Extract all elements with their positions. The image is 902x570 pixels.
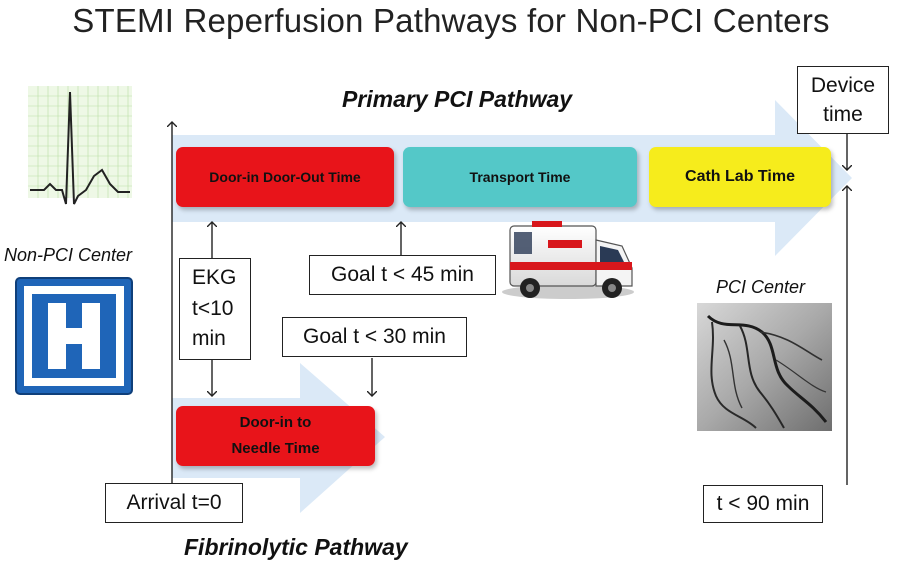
ekg-box: EKG t<10 min [179,258,251,360]
non-pci-center-label: Non-PCI Center [4,245,133,265]
door-in-to-needle-segment: Door-in to Needle Time [176,406,375,466]
angiogram-image [697,303,832,431]
fibrinolytic-pathway-title: Fibrinolytic Pathway [184,534,408,560]
ekg-strip-icon [28,86,132,205]
device-time-box: Device time [797,66,889,134]
total-goal-box: t < 90 min [703,485,823,523]
goal-30-box: Goal t < 30 min [282,317,467,357]
goal-45-box: Goal t < 45 min [309,255,496,295]
arrival-box: Arrival t=0 [105,483,243,523]
door-in-door-out-segment: Door-in Door-Out Time [176,147,394,207]
ambulance-icon [502,221,634,299]
primary-pathway-title: Primary PCI Pathway [342,86,573,112]
cath-lab-time-segment: Cath Lab Time [649,147,831,207]
hospital-h-icon [15,277,133,395]
pci-center-label: PCI Center [716,277,806,297]
page-title: STEMI Reperfusion Pathways for Non-PCI C… [72,2,830,39]
transport-time-segment: Transport Time [403,147,637,207]
